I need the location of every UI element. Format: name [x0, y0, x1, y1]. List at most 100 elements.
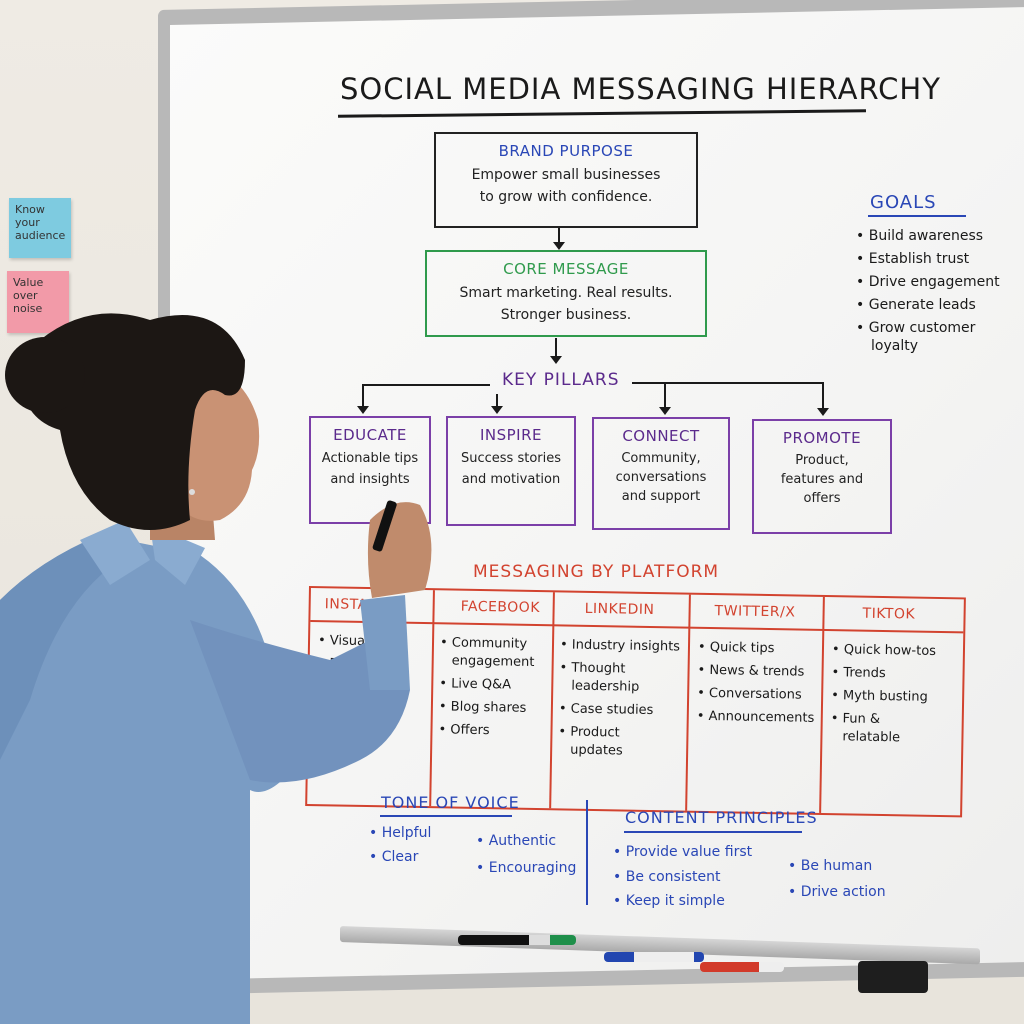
brand-purpose-heading: BRAND PURPOSE	[498, 142, 634, 160]
list-item: • Behi	[317, 656, 359, 672]
pillar-educate: EDUCATE Actionable tips and insights	[309, 416, 431, 524]
list-item-text: Visual	[329, 633, 369, 650]
pillar-promote: PROMOTE Product, features and offers	[752, 419, 892, 534]
goal-item: • Grow customer	[856, 320, 976, 336]
sticky-line: over	[13, 289, 38, 302]
platform-name: FACEBOOK	[460, 598, 541, 617]
pillar-heading: INSPIRE	[479, 426, 543, 444]
list-item-text: sce	[329, 679, 352, 695]
list-item-text: Case studies	[570, 701, 654, 719]
principle-text: Provide value first	[625, 844, 753, 860]
goal-item-continued: loyalty	[856, 338, 1000, 354]
list-item: • Fun &	[830, 711, 881, 727]
list-item-text: Fun &	[842, 711, 881, 727]
goal-text: Build awareness	[868, 228, 984, 244]
principle-item: • Provide value first	[613, 844, 753, 860]
principle-item: • Keep it simple	[613, 893, 725, 909]
principle-item: • Be human	[788, 858, 873, 874]
goal-item: • Generate leads	[856, 297, 976, 313]
pillar-line: Product,	[795, 453, 849, 468]
goals-list: • Build awareness • Establish trust • Dr…	[856, 228, 1000, 361]
tone-text: Authentic	[488, 833, 557, 849]
content-principles-underline	[624, 831, 802, 833]
core-message-heading: CORE MESSAGE	[503, 260, 629, 278]
arrow-down-icon	[491, 394, 503, 414]
tone-text: Encouraging	[488, 860, 577, 876]
eraser-icon	[858, 961, 928, 993]
goal-text: Establish trust	[868, 251, 970, 267]
goals-heading: GOALS	[870, 192, 937, 213]
pillar-heading: EDUCATE	[333, 426, 407, 444]
sticky-note-know-audience: Know your audience	[9, 198, 71, 258]
list-item-text: leadership	[571, 678, 640, 695]
list-item: • Product	[558, 724, 620, 741]
list-item-text: relatable	[842, 729, 901, 746]
goal-text: Drive engagement	[868, 274, 1000, 290]
core-message-box: CORE MESSAGE Smart marketing. Real resul…	[425, 250, 707, 337]
list-item: • Community	[439, 635, 528, 652]
list-item: • Quick tips	[697, 639, 775, 657]
principle-item: • Drive action	[788, 884, 886, 900]
sticky-note-value-over-noise: Value over noise	[7, 271, 69, 333]
platform-heading: MESSAGING BY PLATFORM	[473, 562, 720, 582]
connector-line	[632, 382, 822, 384]
list-item-text: Announcements	[708, 708, 815, 726]
list-item: • Quick how-tos	[831, 642, 937, 659]
list-item: updates	[558, 741, 678, 761]
list-item: • Offers	[438, 722, 490, 739]
list-item: • Case studies	[558, 701, 654, 719]
list-item-text: Quick how-tos	[843, 642, 937, 659]
pillar-line: Community,	[621, 451, 701, 466]
list-item-text: Industry insights	[571, 637, 681, 655]
list-item: relatable	[830, 728, 934, 748]
section-divider	[586, 800, 588, 905]
goal-text: Grow customer	[868, 320, 976, 336]
arrow-down-icon	[659, 383, 671, 415]
goal-item: • Build awareness	[856, 228, 984, 244]
list-item: • Industry insights	[559, 637, 681, 655]
tone-item: • Authentic	[476, 833, 557, 849]
list-item-text: Offers	[450, 722, 490, 739]
arrow-down-icon	[550, 338, 562, 364]
principle-text: Be human	[800, 858, 873, 874]
pillar-line: and motivation	[461, 472, 561, 487]
goals-underline	[868, 215, 966, 217]
list-item: sce	[317, 678, 368, 697]
list-item: • Trends	[831, 665, 886, 682]
principle-text: Be consistent	[625, 869, 721, 885]
green-marker-icon	[458, 935, 576, 945]
platform-name: TWITTER/X	[714, 603, 796, 621]
list-item: • Live Q&A	[439, 676, 512, 693]
pillar-line: Actionable tips	[321, 451, 419, 466]
sticky-line: audience	[15, 229, 66, 242]
brand-purpose-line: to grow with confidence.	[479, 189, 653, 205]
list-item-text: Quick tips	[709, 640, 775, 657]
brand-purpose-line: Empower small businesses	[471, 167, 661, 183]
principle-text: Keep it simple	[625, 893, 725, 909]
platform-items-twitter: • Quick tips • News & trends • Conversat…	[697, 639, 816, 733]
core-message-line: Smart marketing. Real results.	[459, 285, 673, 301]
pillar-heading: CONNECT	[622, 427, 700, 445]
principle-item: • Be consistent	[613, 869, 721, 885]
tone-of-voice-heading: TONE OF VOICE	[381, 793, 520, 812]
principle-text: Drive action	[800, 884, 886, 900]
pillar-line: and support	[621, 489, 701, 504]
list-item-text: Thought	[571, 660, 626, 677]
tone-item: • Clear	[369, 849, 419, 865]
pillar-line: offers	[803, 491, 841, 506]
pillar-heading: PROMOTE	[782, 429, 862, 447]
list-item-text: engagement	[451, 653, 535, 670]
list-item-text: Blog shares	[450, 699, 527, 716]
board-title: SOCIAL MEDIA MESSAGING HIERARCHY	[340, 72, 941, 106]
blue-marker-icon	[604, 952, 704, 962]
platform-items-instagram: • Visual • Behi sce	[317, 632, 369, 702]
goal-text: loyalty	[871, 338, 918, 354]
list-item-text: Community	[451, 635, 528, 652]
list-item-text: updates	[570, 742, 623, 759]
platform-table: INSTAG FACEBOOK LINKEDIN TWITTER/X TIKTO…	[305, 586, 966, 818]
list-item: • Thought	[559, 660, 626, 677]
pillar-line: Success stories	[460, 451, 561, 466]
sticky-line: Know	[15, 203, 45, 216]
tone-item: • Helpful	[369, 825, 432, 841]
list-item-text: Product	[570, 724, 620, 741]
